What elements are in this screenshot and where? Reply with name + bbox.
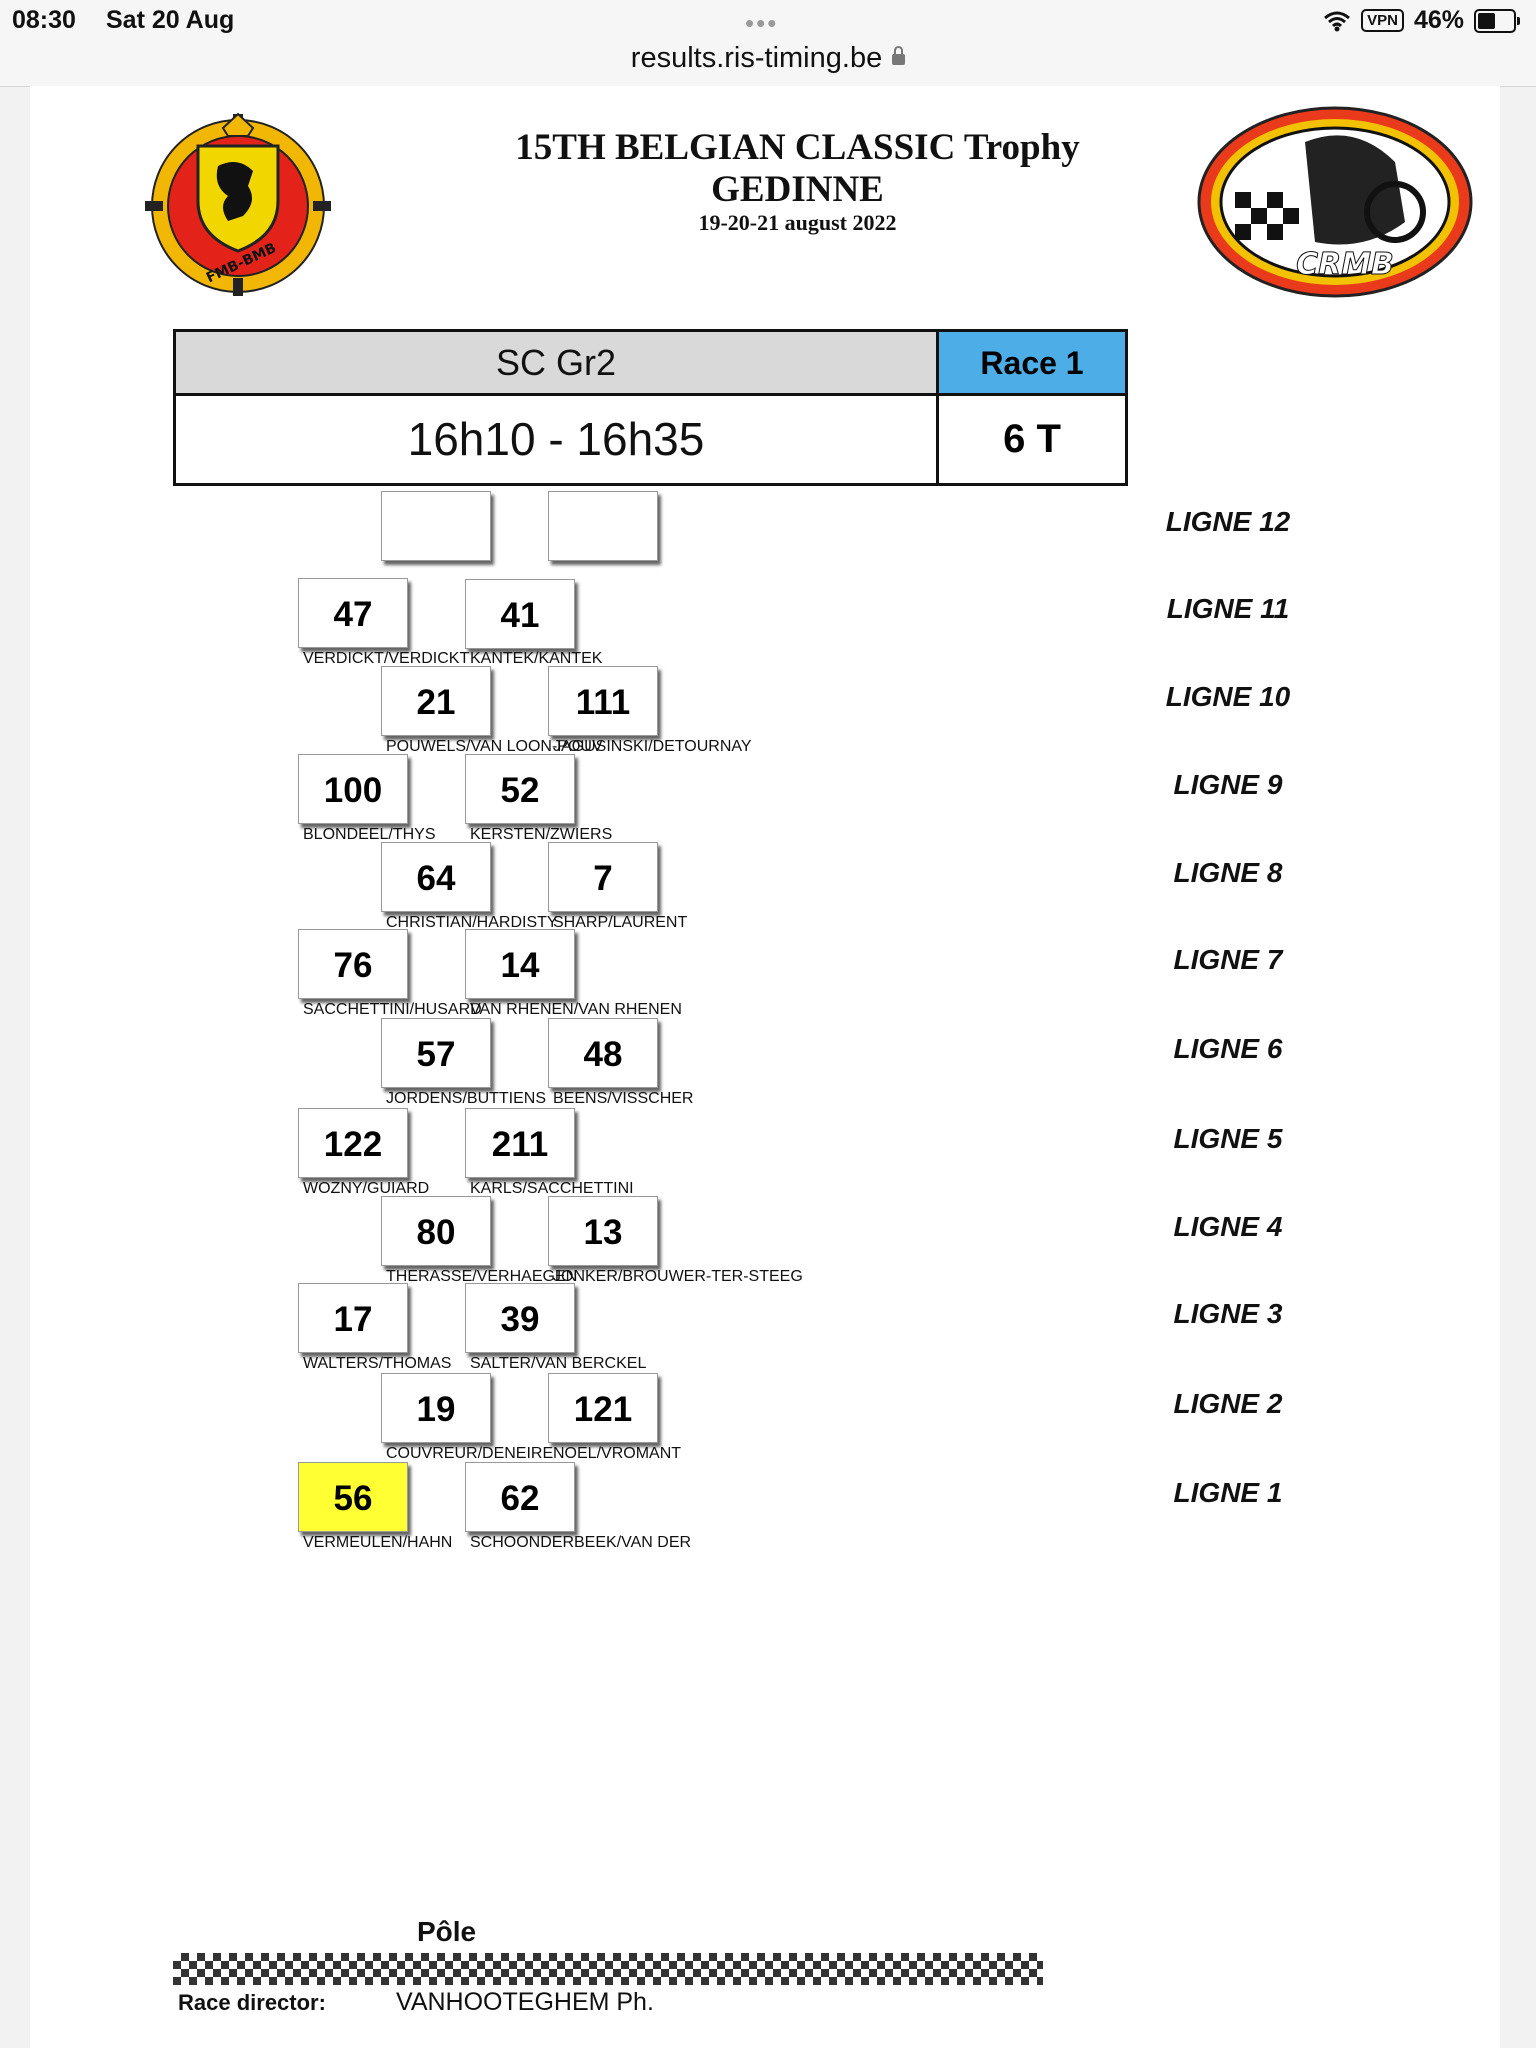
- logo-right-text: CRMB: [1296, 247, 1394, 282]
- rider-names: JORDENS/BUTTIENS: [386, 1090, 547, 1107]
- wifi-icon: [1324, 11, 1351, 31]
- event-title: 15TH BELGIAN CLASSIC Trophy: [515, 127, 1080, 168]
- grid-row-label: LIGNE 3: [1173, 1298, 1283, 1329]
- event-location: GEDINNE: [711, 169, 884, 210]
- rider-names: WOZNY/GUIARD: [303, 1180, 430, 1197]
- rider-names: SCHOONDERBEEK/VAN DER: [470, 1534, 692, 1551]
- grid-number-box: 39: [465, 1283, 575, 1353]
- grid-number-box: 14: [465, 929, 575, 999]
- grid-number-box: [548, 491, 658, 561]
- rider-names: SACCHETTINI/HUSARD: [303, 1001, 482, 1018]
- rider-names: KARLS/SACCHETTINI: [470, 1180, 634, 1197]
- rider-names: JAGUSINSKI/DETOURNAY: [553, 738, 752, 755]
- rider-names: SHARP/LAURENT: [553, 914, 688, 931]
- grid-row-label: LIGNE 5: [1173, 1123, 1283, 1154]
- grid-number-box: 64: [381, 842, 491, 912]
- grid-row-label: LIGNE 1: [1173, 1477, 1283, 1508]
- grid-number-box: [381, 491, 491, 561]
- race-class: SC Gr2: [176, 332, 939, 396]
- race-director-name: VANHOOTEGHEM Ph.: [396, 1988, 654, 2016]
- rider-names: COUVREUR/DENEIRE: [386, 1445, 554, 1462]
- grid-number-box: 52: [465, 754, 575, 824]
- race-laps: 6 T: [1003, 417, 1061, 461]
- rider-names: THERASSE/VERHAEGEN: [386, 1268, 578, 1285]
- grid-number-box: 19: [381, 1373, 491, 1443]
- rider-names: CHRISTIAN/HARDISTY: [386, 914, 558, 931]
- url-text: results.ris-timing.be: [630, 42, 883, 74]
- grid-row-label: LIGNE 4: [1173, 1211, 1283, 1242]
- rider-names: SALTER/VAN BERCKEL: [470, 1355, 647, 1372]
- rider-names: BEENS/VISSCHER: [553, 1090, 694, 1107]
- lock-icon: [892, 46, 906, 65]
- fmb-bmb-logo: FMB-BMB: [145, 112, 331, 296]
- document-page: FMB-BMB 15TH BELGIAN CLASSIC Trophy GEDI…: [30, 86, 1500, 2048]
- status-date: Sat 20 Aug: [106, 6, 235, 34]
- grid-number-box: 41: [465, 579, 575, 649]
- grid-row-label: LIGNE 12: [1165, 506, 1291, 537]
- battery-icon: [1474, 8, 1520, 33]
- status-time: 08:30: [12, 6, 76, 34]
- rider-names: POUWELS/VAN LOON-POUV: [386, 738, 603, 755]
- rider-names: NOEL/VROMANT: [553, 1445, 682, 1462]
- grid-number-box: 48: [548, 1018, 658, 1088]
- grid-row-label: LIGNE 6: [1173, 1033, 1283, 1064]
- vpn-badge: VPN: [1361, 9, 1404, 32]
- more-dots-icon[interactable]: •••: [745, 8, 779, 38]
- race-director-label: Race director:: [178, 1990, 326, 2015]
- grid-number-box: 211: [465, 1108, 575, 1178]
- pole-position-box: 56: [298, 1462, 408, 1532]
- grid-row-label: LIGNE 8: [1173, 857, 1283, 888]
- address-bar[interactable]: results.ris-timing.be: [0, 42, 1536, 75]
- grid-number-box: 80: [381, 1196, 491, 1266]
- rider-names: KANTEK/KANTEK: [470, 650, 603, 667]
- grid-number-box: 17: [298, 1283, 408, 1353]
- grid-row-label: LIGNE 2: [1173, 1388, 1283, 1419]
- rider-names: VAN RHENEN/VAN RHENEN: [470, 1001, 682, 1018]
- rider-names: VERDICKT/VERDICKT: [303, 650, 470, 667]
- grid-number-box: 7: [548, 842, 658, 912]
- crmb-logo: CRMB: [1197, 106, 1473, 298]
- grid-row-label: LIGNE 7: [1173, 944, 1283, 975]
- grid-number-box: 62: [465, 1462, 575, 1532]
- rider-names: BLONDEEL/THYS: [303, 826, 436, 843]
- status-indicators: VPN 46%: [1323, 6, 1520, 35]
- rider-names: JONKER/BROUWER-TER-STEEG: [553, 1268, 803, 1285]
- race-time: 16h10 - 16h35: [176, 396, 939, 483]
- grid-number-box: 111: [548, 666, 658, 736]
- grid-number-box: 76: [298, 929, 408, 999]
- race-info-table: SC Gr2 Race 1 16h10 - 16h35 6 T: [173, 329, 1128, 486]
- grid-number-box: 100: [298, 754, 408, 824]
- event-dates: 19-20-21 august 2022: [698, 210, 897, 235]
- battery-percent: 46%: [1413, 6, 1464, 34]
- grid-row-label: LIGNE 10: [1165, 681, 1291, 712]
- rider-names: KERSTEN/ZWIERS: [470, 826, 613, 843]
- status-bar: 08:30 Sat 20 Aug ••• results.ris-timing.…: [0, 0, 1536, 87]
- grid-number-box: 21: [381, 666, 491, 736]
- grid-number-box: 57: [381, 1018, 491, 1088]
- grid-number-box: 122: [298, 1108, 408, 1178]
- race-number: Race 1: [939, 332, 1125, 396]
- rider-names: WALTERS/THOMAS: [303, 1355, 452, 1372]
- grid-number-box: 121: [548, 1373, 658, 1443]
- grid-row-label: LIGNE 9: [1173, 769, 1283, 800]
- rider-names: VERMEULEN/HAHN: [303, 1534, 453, 1551]
- pole-label: Pôle: [417, 1916, 477, 1947]
- grid-row-label: LIGNE 11: [1166, 593, 1290, 624]
- checkered-line: [173, 1953, 1043, 1985]
- grid-number-box: 13: [548, 1196, 658, 1266]
- grid-number-box: 47: [298, 578, 408, 648]
